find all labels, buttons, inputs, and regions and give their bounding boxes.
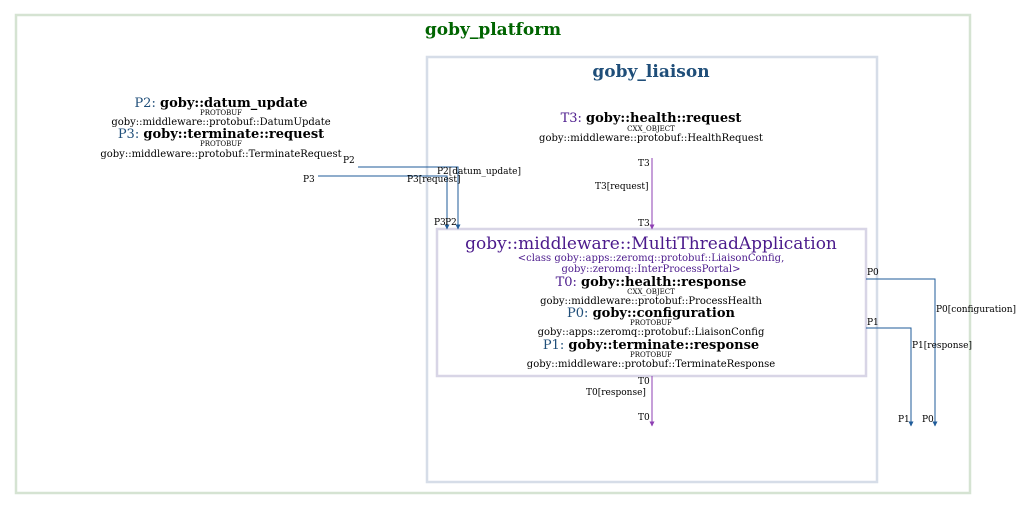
port-p3-out: P3 — [303, 175, 315, 185]
port-p2-out: P2 — [343, 156, 355, 166]
svg-text:T0: goby::health::respon: T0: goby::health::response — [556, 275, 747, 290]
liaison-cluster — [425, 55, 879, 484]
t0-key: T0: — [556, 275, 577, 290]
t3-name: goby::health::request — [586, 111, 741, 126]
p0-key: P0: — [567, 306, 588, 321]
edge-label-p3: P3[request] — [407, 175, 461, 185]
p0-scheme: PROTOBUF — [630, 319, 672, 327]
p1-name: goby::terminate::response — [568, 338, 759, 353]
port-t0-out: T0 — [638, 377, 650, 387]
t3-type: goby::middleware::protobuf::HealthReques… — [539, 133, 763, 144]
edge-p2-datum-update — [358, 166, 461, 230]
edge-p0-configuration — [866, 278, 938, 427]
t0-type: goby::middleware::protobuf::ProcessHealt… — [540, 296, 762, 307]
app-title: goby::middleware::MultiThreadApplication — [465, 234, 837, 254]
edge-label-t3: T3[request] — [595, 182, 649, 192]
p1-key: P1: — [543, 338, 564, 353]
p0-type: goby::apps::zeromq::protobuf::LiaisonCon… — [538, 327, 765, 338]
port-p0-in: P0 — [922, 415, 934, 425]
p3-name: goby::terminate::request — [143, 127, 324, 142]
health-request-node: T3: goby::health::request CXX_OBJECT gob… — [539, 111, 763, 144]
port-p1-in: P1 — [898, 415, 910, 425]
p3-scheme: PROTOBUF — [200, 140, 242, 148]
p2-key: P2: — [134, 96, 155, 111]
platform-title: goby_platform — [425, 20, 561, 40]
edge-label-t0: T0[response] — [586, 388, 646, 398]
edge-label-p1: P1[response] — [912, 341, 972, 351]
svg-text:T3: goby::health::reques: T3: goby::health::request — [561, 111, 742, 126]
port-p3-in: P3 — [434, 218, 446, 228]
port-p1-out: P1 — [867, 318, 879, 328]
port-p0-out: P0 — [867, 268, 879, 278]
p2-scheme: PROTOBUF — [200, 109, 242, 117]
t0-scheme: CXX_OBJECT — [627, 288, 675, 296]
port-t0-in: T0 — [638, 413, 650, 423]
port-t3-out: T3 — [638, 159, 650, 169]
port-p2-in: P2 — [445, 218, 457, 228]
p1-type: goby::middleware::protobuf::TerminateRes… — [527, 359, 775, 370]
edge-p3-request — [318, 175, 450, 230]
t3-key: T3: — [561, 111, 582, 126]
p3-type: goby::middleware::protobuf::TerminateReq… — [100, 149, 341, 160]
edge-label-p0: P0[configuration] — [936, 305, 1016, 315]
port-t3-in: T3 — [638, 219, 650, 229]
edge-p1-response — [866, 327, 914, 427]
app-content: goby::middleware::MultiThreadApplication… — [465, 234, 837, 370]
svg-text:P1: goby::terminate::res: P1: goby::terminate::response — [543, 338, 759, 353]
liaison-title: goby_liaison — [592, 62, 709, 82]
p2-type: goby::middleware::protobuf::DatumUpdate — [111, 117, 330, 128]
svg-text:P2: goby::datum_update: P2: goby::datum_update — [134, 96, 307, 111]
edge-label-p2: P2[datum_update] — [437, 167, 521, 177]
svg-text:P3: goby::terminate::req: P3: goby::terminate::request — [118, 127, 324, 142]
p0-name: goby::configuration — [593, 306, 736, 321]
t0-name: goby::health::response — [581, 275, 746, 290]
p1-scheme: PROTOBUF — [630, 351, 672, 359]
app-template-line2: goby::zeromq::InterProcessPortal> — [562, 264, 741, 275]
platform-cluster — [14, 13, 972, 495]
svg-text:P0: goby::configuration: P0: goby::configuration — [567, 306, 735, 321]
external-node: P2: goby::datum_update PROTOBUF goby::mi… — [100, 96, 341, 160]
p2-name: goby::datum_update — [160, 96, 308, 111]
app-template-line1: <class goby::apps::zeromq::protobuf::Lia… — [518, 253, 785, 264]
t3-scheme: CXX_OBJECT — [627, 125, 675, 133]
p3-key: P3: — [118, 127, 139, 142]
